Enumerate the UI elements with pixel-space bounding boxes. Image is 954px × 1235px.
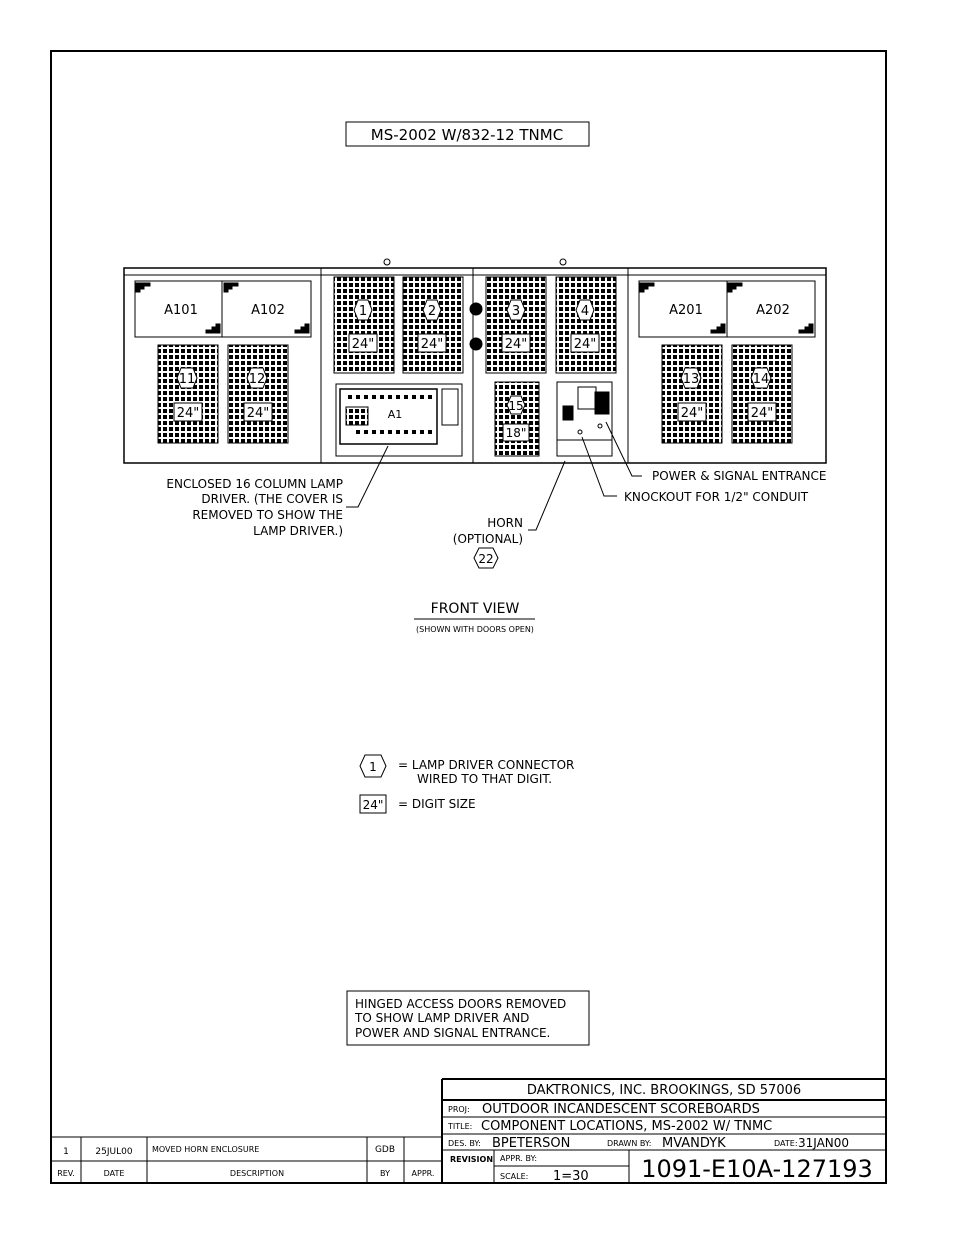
lamp-driver-callout-line-2: DRIVER. (THE COVER IS — [201, 492, 343, 506]
note-line-2: TO SHOW LAMP DRIVER AND — [354, 1011, 529, 1025]
rev-header-rev: REV. — [57, 1169, 75, 1178]
rev-header-by: BY — [380, 1169, 390, 1178]
legend-connector-text-1: = LAMP DRIVER CONNECTOR — [398, 758, 574, 772]
lamp-driver-label: A1 — [388, 408, 403, 421]
mount-hole-lower — [469, 337, 483, 351]
drawing-title-box: MS-2002 W/832-12 TNMC — [345, 121, 590, 147]
scale-label: SCALE: — [500, 1172, 528, 1181]
drawn-by-label: DRAWN BY: — [607, 1139, 651, 1148]
horn-callout-line-2: (OPTIONAL) — [453, 532, 523, 546]
horn-ref-number: 22 — [478, 552, 493, 566]
digit-4-size: 24" — [574, 337, 597, 352]
digit-3: 3 24" — [501, 299, 531, 353]
lamp-driver-callout-line-4: LAMP DRIVER.) — [253, 524, 343, 538]
designed-by: BPETERSON — [492, 1136, 570, 1151]
rev-header-description: DESCRIPTION — [230, 1169, 284, 1178]
note-line-3: POWER AND SIGNAL ENTRANCE. — [355, 1026, 550, 1040]
legend: 1 = LAMP DRIVER CONNECTOR WIRED TO THAT … — [359, 754, 574, 814]
lamp-driver-callout: ENCLOSED 16 COLUMN LAMP DRIVER. (THE COV… — [166, 477, 343, 538]
lifting-eye-right — [559, 258, 567, 266]
module-panels — [134, 280, 816, 338]
digit-4: 4 24" — [570, 299, 600, 353]
rev-header-date: DATE — [104, 1169, 125, 1178]
title-label: TITLE: — [447, 1122, 472, 1131]
rev-date: 25JUL00 — [95, 1147, 132, 1157]
knockout-callout: KNOCKOUT FOR 1/2" CONDUIT — [624, 490, 809, 504]
digit-14: 14 24" — [747, 367, 777, 422]
module-a201-label: A201 — [669, 303, 703, 318]
drawing-date: 31JAN00 — [798, 1136, 849, 1150]
rev-header-appr: APPR. — [412, 1169, 435, 1178]
digit-1-number: 1 — [359, 304, 367, 319]
digit-13-size: 24" — [681, 406, 704, 421]
scale-value: 1=30 — [553, 1169, 589, 1184]
approved-by-label: APPR. BY: — [500, 1154, 537, 1163]
lamp-driver-callout-line-3: REMOVED TO SHOW THE — [192, 508, 343, 522]
digit-15-number: 15 — [508, 399, 523, 413]
digit-panels — [157, 276, 793, 457]
digit-11-size: 24" — [177, 406, 200, 421]
legend-connector-symbol: 1 — [369, 760, 377, 774]
digit-2-size: 24" — [421, 337, 444, 352]
note-line-1: HINGED ACCESS DOORS REMOVED — [355, 997, 566, 1011]
company-name: DAKTRONICS, INC. BROOKINGS, SD 57006 — [527, 1083, 801, 1098]
designed-by-label: DES. BY: — [448, 1139, 481, 1148]
rev-description: MOVED HORN ENCLOSURE — [152, 1145, 259, 1154]
lamp-driver-a1 — [335, 383, 463, 457]
power-signal-entrance — [556, 381, 613, 457]
drawing-title: MS-2002 W/832-12 TNMC — [371, 126, 563, 144]
proj-label: PROJ: — [448, 1105, 470, 1114]
date-label: DATE: — [774, 1139, 798, 1148]
digit-1-size: 24" — [352, 337, 375, 352]
horn-callout-line-1: HORN — [487, 516, 523, 530]
digit-13-number: 13 — [683, 372, 700, 387]
digit-3-number: 3 — [512, 304, 520, 319]
module-a102-label: A102 — [251, 303, 285, 318]
revision-label: REVISION — [450, 1155, 493, 1164]
digit-13: 13 24" — [677, 367, 707, 422]
digit-12: 12 24" — [243, 367, 273, 422]
module-a202-label: A202 — [756, 303, 790, 318]
scoreboard-front-view — [123, 258, 827, 464]
drawn-by: MVANDYK — [662, 1136, 726, 1151]
digit-15: 15 18" — [502, 395, 530, 442]
digit-3-size: 24" — [505, 337, 528, 352]
legend-size-text: = DIGIT SIZE — [398, 797, 476, 811]
leader-lines — [346, 421, 642, 531]
mount-hole-upper — [469, 302, 483, 316]
digit-2-number: 2 — [428, 304, 436, 319]
project-name: OUTDOOR INCANDESCENT SCOREBOARDS — [482, 1102, 760, 1117]
digit-12-size: 24" — [247, 406, 270, 421]
digit-4-number: 4 — [581, 304, 589, 319]
digit-12-number: 12 — [249, 372, 266, 387]
legend-size-symbol: 24" — [363, 798, 384, 812]
lifting-eye-left — [383, 258, 391, 266]
title-block — [442, 1078, 886, 1183]
rev-number: 1 — [63, 1147, 69, 1157]
module-a101-label: A101 — [164, 303, 198, 318]
drawing-number: 1091-E10A-127193 — [641, 1155, 873, 1183]
rev-by: GDB — [375, 1145, 395, 1155]
horn-callout: HORN (OPTIONAL) 22 — [453, 516, 523, 569]
revision-table — [51, 1079, 443, 1183]
digit-14-number: 14 — [753, 372, 770, 387]
digit-1: 1 24" — [348, 299, 378, 353]
digit-15-size: 18" — [506, 426, 527, 440]
digit-14-size: 24" — [751, 406, 774, 421]
digit-11: 11 24" — [173, 367, 203, 422]
front-view-title: FRONT VIEW (SHOWN WITH DOORS OPEN) — [414, 601, 535, 634]
digit-11-number: 11 — [179, 372, 196, 387]
power-signal-callout: POWER & SIGNAL ENTRANCE — [652, 469, 826, 483]
drawing-title-block-title: COMPONENT LOCATIONS, MS-2002 W/ TNMC — [481, 1119, 772, 1134]
sheet-border — [50, 50, 887, 1184]
note-box: HINGED ACCESS DOORS REMOVED TO SHOW LAMP… — [346, 990, 590, 1046]
digit-2: 2 24" — [417, 299, 447, 353]
lamp-driver-callout-line-1: ENCLOSED 16 COLUMN LAMP — [166, 477, 343, 491]
view-subtitle: (SHOWN WITH DOORS OPEN) — [416, 625, 534, 634]
legend-connector-text-2: WIRED TO THAT DIGIT. — [417, 772, 552, 786]
view-title: FRONT VIEW — [431, 601, 520, 617]
